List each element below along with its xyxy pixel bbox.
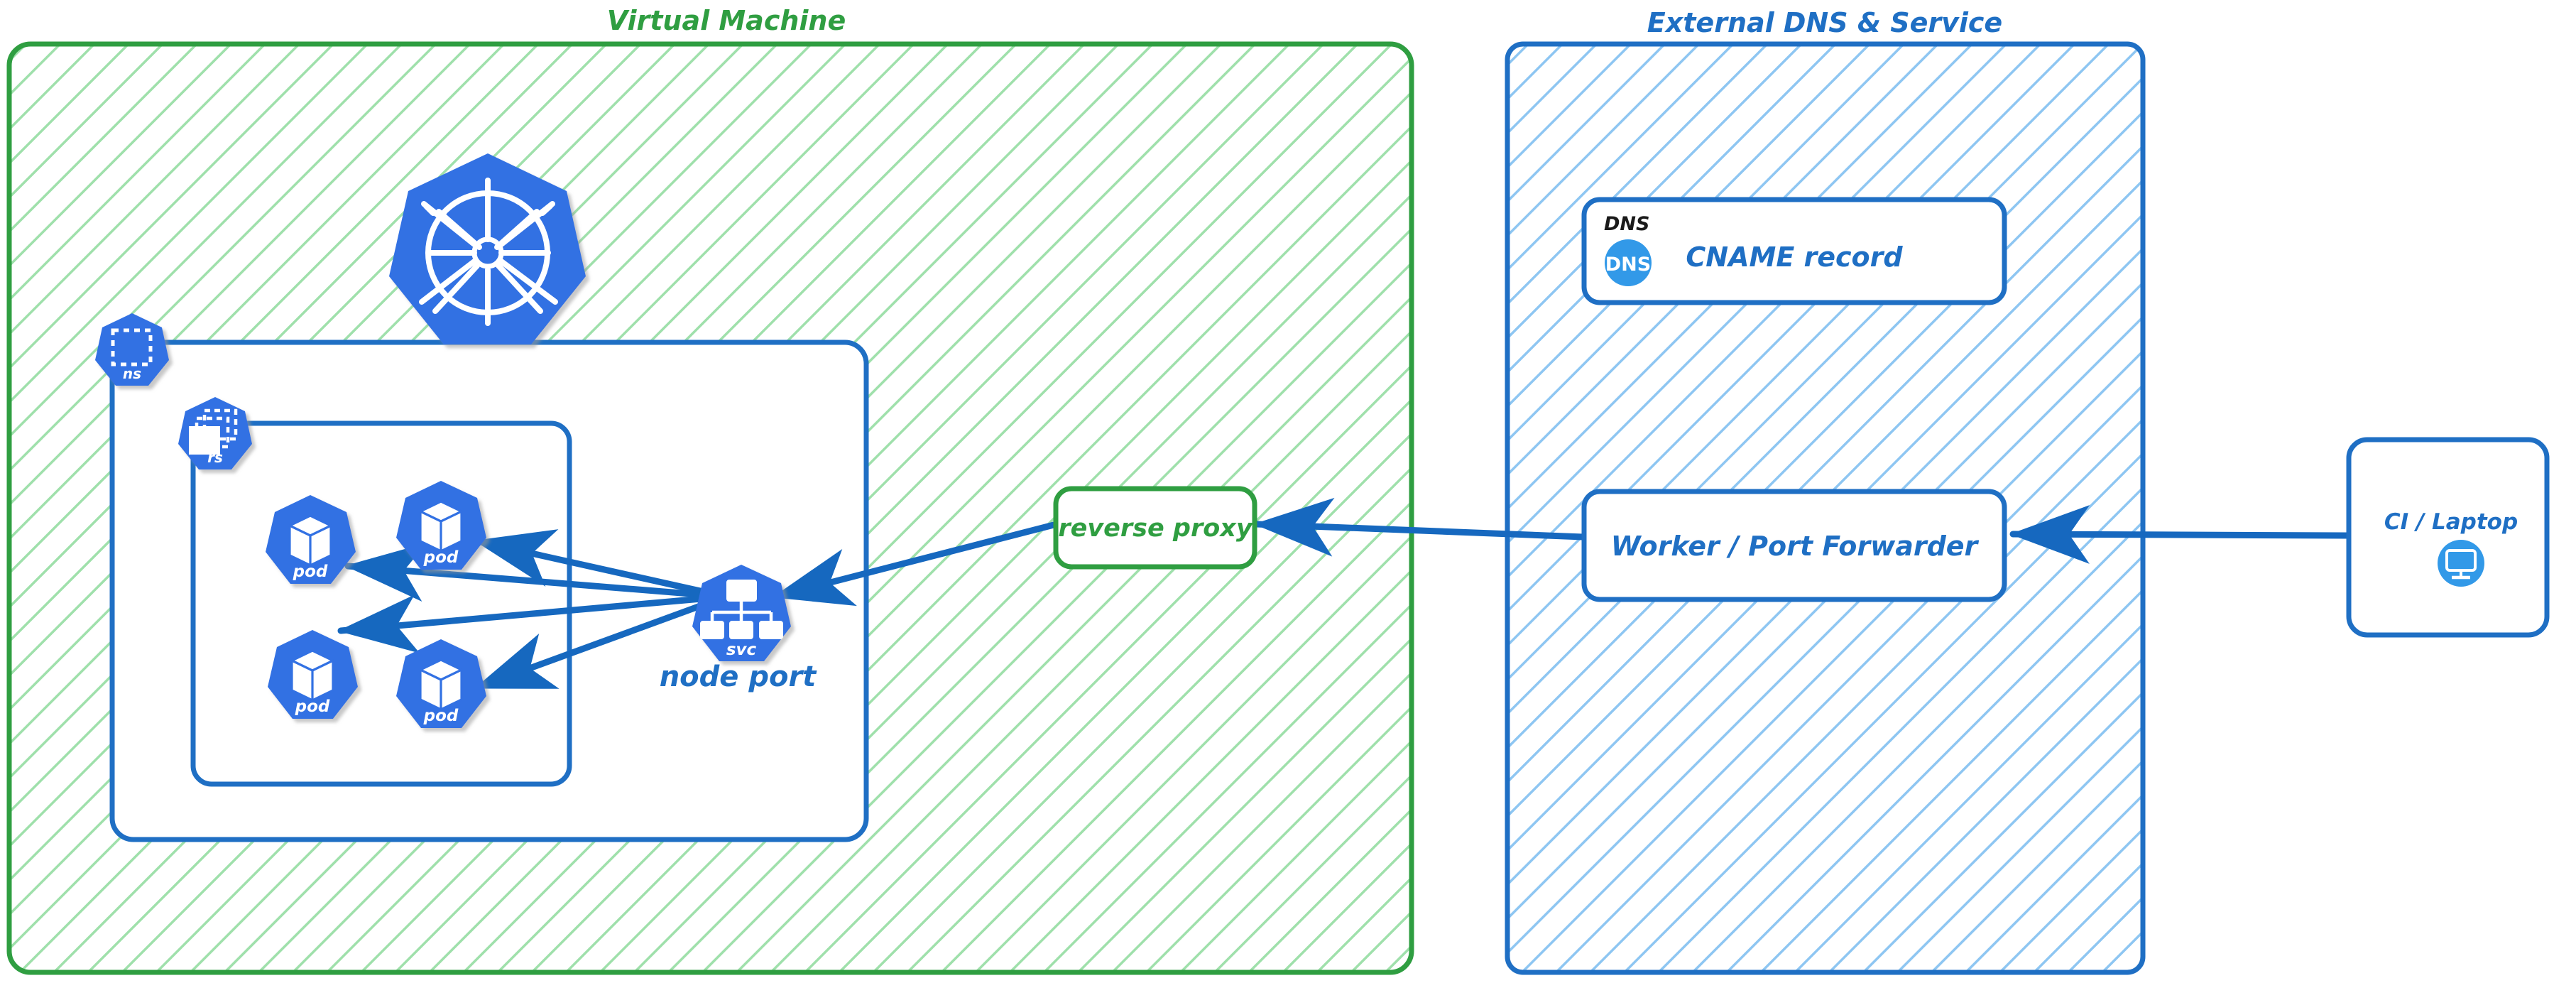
- worker-box-border: [1581, 489, 2007, 602]
- replicaset-badge-label: rs: [207, 449, 223, 466]
- ci-laptop-box[interactable]: CI / Laptop: [2346, 437, 2550, 638]
- dns-card-header: DNS: [1604, 213, 1649, 235]
- ci-laptop-border: [2346, 437, 2550, 638]
- service-icon[interactable]: svc: [692, 565, 791, 661]
- dns-card-border: [1581, 197, 2007, 305]
- arrow-ci-laptop-to-worker: [2009, 505, 2352, 564]
- pod-icon-3[interactable]: pod: [268, 630, 358, 719]
- dns-record-label: CNAME record: [1686, 241, 1903, 273]
- worker-port-forwarder-box[interactable]: Worker / Port Forwarder: [1581, 489, 2007, 602]
- kubernetes-wheel-icon: [389, 153, 586, 344]
- arrow-svc-to-pod-3: [337, 593, 729, 653]
- replicaset-box-border: [190, 420, 572, 787]
- pod-label-3: pod: [295, 697, 330, 716]
- reverse-proxy-border: [1053, 486, 1257, 570]
- worker-label: Worker / Port Forwarder: [1611, 531, 1980, 562]
- external-dns-title: External DNS & Service: [1647, 7, 2002, 38]
- dns-icon: [1605, 239, 1652, 286]
- arrow-reverse-proxy-to-svc: [772, 521, 1060, 607]
- replicaset-box[interactable]: [190, 420, 572, 787]
- replicaset-icon[interactable]: rs: [178, 397, 252, 469]
- namespace-icon[interactable]: ns: [95, 313, 169, 386]
- pod-icon-4[interactable]: pod: [396, 639, 486, 728]
- pod-label-4: pod: [423, 707, 459, 725]
- arrow-svc-to-pod-2: [474, 529, 729, 600]
- arrow-worker-to-reverse-proxy: [1253, 497, 1587, 557]
- pod-label-1: pod: [293, 563, 328, 581]
- pod-icon-2[interactable]: pod: [396, 481, 486, 570]
- ci-laptop-label: CI / Laptop: [2384, 509, 2518, 535]
- virtual-machine-title: Virtual Machine: [607, 5, 846, 36]
- pod-icon-1[interactable]: pod: [266, 495, 356, 584]
- service-badge-label: svc: [726, 641, 757, 659]
- dns-card[interactable]: DNS DNS CNAME record: [1581, 197, 2007, 305]
- reverse-proxy-label: reverse proxy: [1058, 514, 1254, 543]
- namespace-badge-label: ns: [123, 365, 141, 382]
- monitor-icon: [2438, 540, 2484, 587]
- pod-label-2: pod: [423, 548, 459, 567]
- dns-badge-label: DNS: [1605, 254, 1651, 276]
- service-to-pods-arrows: [337, 529, 729, 691]
- arrow-svc-to-pod-4: [474, 593, 729, 691]
- node-port-caption: node port: [660, 661, 817, 693]
- reverse-proxy-box[interactable]: reverse proxy: [1053, 486, 1257, 570]
